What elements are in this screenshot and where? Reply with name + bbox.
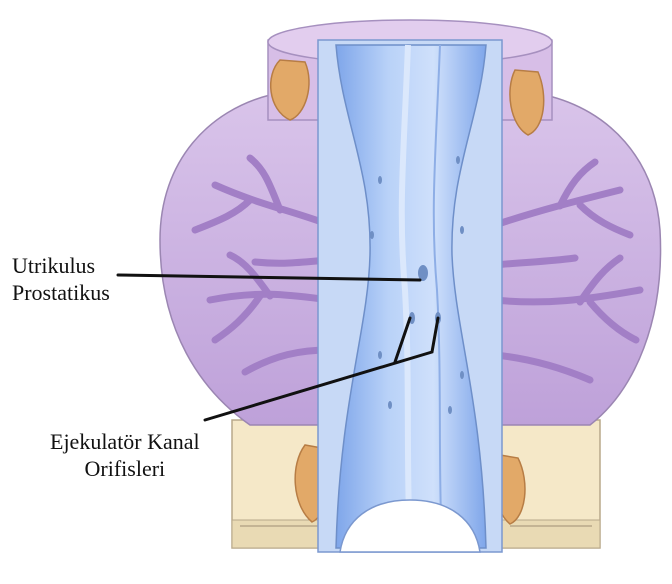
label-utrikulus-prostatikus: Utrikulus Prostatikus [12, 252, 110, 306]
label-ejekulator-line2: Orifisleri [50, 455, 200, 482]
label-ejekulator-orifisleri: Ejekulatör Kanal Orifisleri [50, 428, 200, 482]
label-utrikulus-line1: Utrikulus [12, 252, 110, 279]
label-ejekulator-line1: Ejekulatör Kanal [50, 428, 200, 455]
label-utrikulus-line2: Prostatikus [12, 279, 110, 306]
